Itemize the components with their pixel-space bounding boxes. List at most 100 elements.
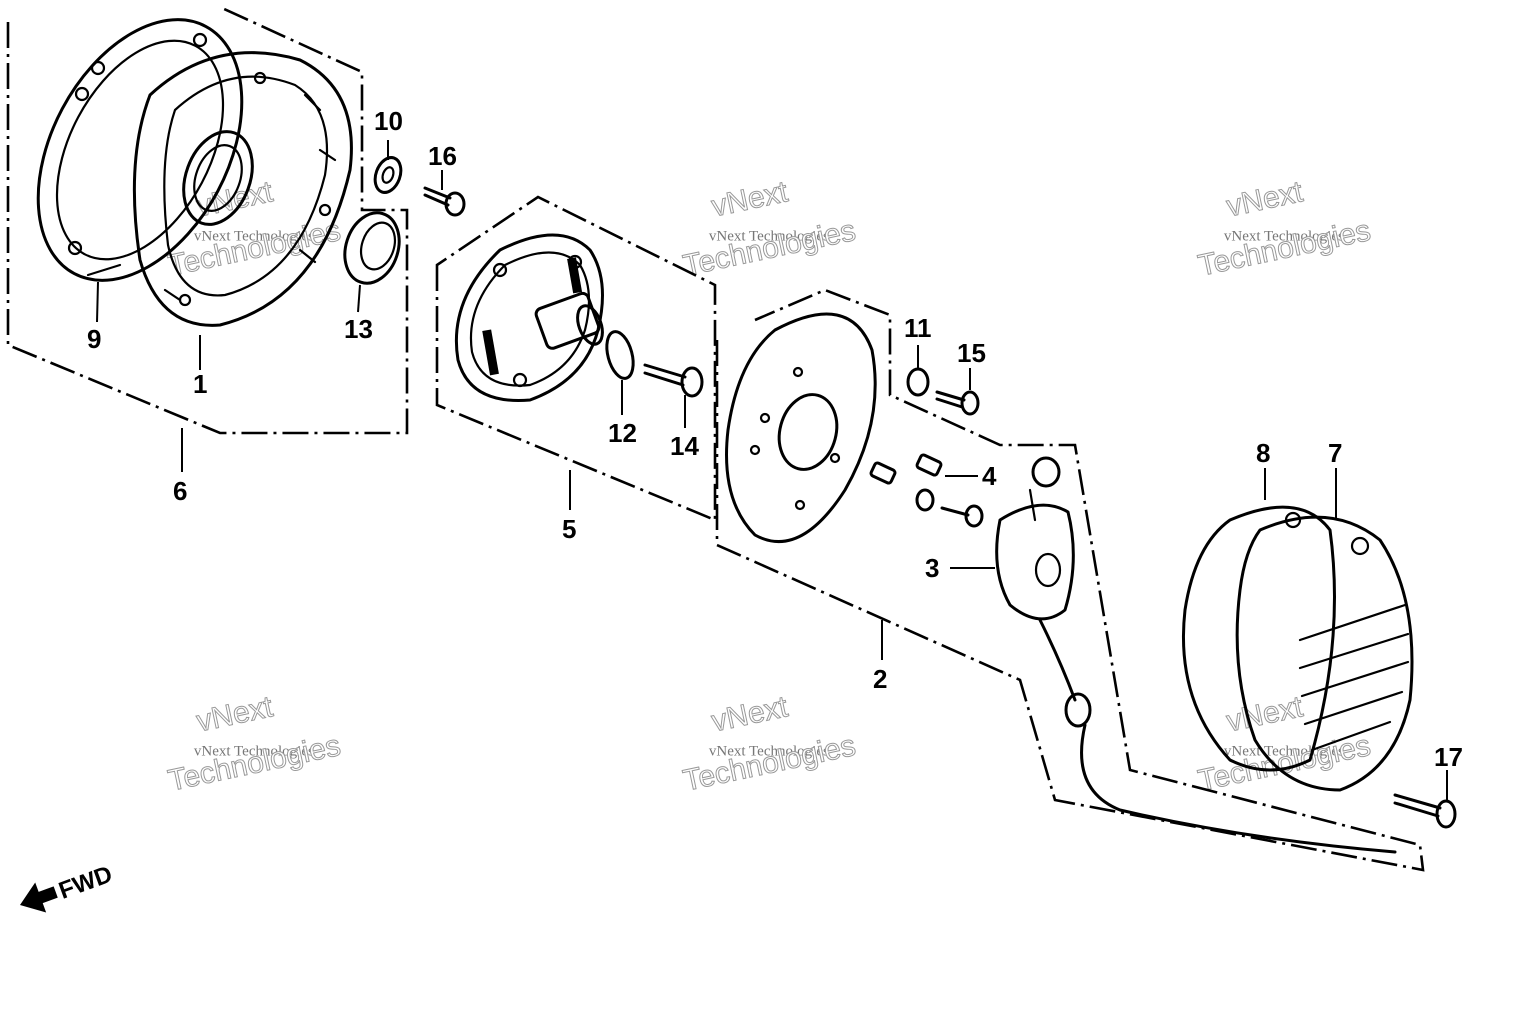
stator-plate-hole bbox=[777, 393, 839, 471]
watermark-top: vNext bbox=[709, 690, 792, 738]
watermark: vNext vNext Technologies Technologies bbox=[680, 175, 859, 284]
oil-seal-13 bbox=[343, 211, 401, 285]
part-label-13: 13 bbox=[344, 314, 373, 344]
watermark-bottom: Technologies bbox=[165, 214, 343, 283]
forward-label: FWD bbox=[55, 861, 116, 905]
part-label-12: 12 bbox=[608, 418, 637, 448]
leader-9 bbox=[96, 281, 99, 323]
finned-cover-assembly bbox=[1181, 505, 1414, 792]
watermark: vNext vNext Technologies Technologies bbox=[680, 690, 859, 799]
stator-plate bbox=[725, 312, 877, 544]
grommet bbox=[1064, 692, 1092, 728]
part-label-6: 6 bbox=[173, 476, 187, 506]
housing-hole bbox=[318, 203, 332, 217]
housing-bosses bbox=[163, 93, 337, 302]
stator-plate-screw bbox=[759, 412, 771, 424]
part-label-9: 9 bbox=[87, 324, 101, 354]
stator-plate-assembly bbox=[725, 312, 877, 544]
brush-plate bbox=[454, 233, 604, 402]
cover-hole bbox=[1350, 536, 1370, 556]
watermark-small: vNext Technologies bbox=[194, 228, 314, 244]
cover-gasket-8 bbox=[1181, 505, 1336, 772]
forward-arrow-icon bbox=[20, 882, 58, 913]
bolt-15 bbox=[935, 390, 980, 416]
housing-body bbox=[132, 51, 353, 327]
gasket-hole bbox=[67, 240, 83, 256]
part-label-17: 17 bbox=[1434, 742, 1463, 772]
oil-seal-13-inner bbox=[359, 221, 397, 271]
watermark-top: vNext bbox=[1224, 175, 1307, 223]
gasket-hole bbox=[74, 86, 90, 102]
washer-10-hole bbox=[381, 166, 395, 184]
cover-hole bbox=[1284, 511, 1302, 529]
pickup-arm bbox=[1028, 488, 1037, 522]
cover-fin bbox=[1300, 660, 1410, 698]
bolt-16 bbox=[423, 186, 466, 217]
watermark-top: vNext bbox=[709, 175, 792, 223]
lead-wire bbox=[1080, 723, 1397, 854]
part-label-16: 16 bbox=[428, 141, 457, 171]
bolt-14 bbox=[643, 363, 704, 398]
pickup-body bbox=[995, 503, 1075, 621]
watermark: vNext vNext Technologies Technologies bbox=[1195, 175, 1374, 284]
watermark: vNext vNext Technologies Technologies bbox=[165, 690, 344, 799]
cover-fin bbox=[1303, 690, 1404, 726]
part-label-3: 3 bbox=[925, 553, 939, 583]
part-label-5: 5 bbox=[562, 514, 576, 544]
forward-direction-indicator: FWD bbox=[20, 861, 116, 913]
watermark-bottom: Technologies bbox=[165, 729, 343, 798]
cover-fin bbox=[1298, 603, 1407, 642]
group-5-boundary bbox=[435, 195, 717, 522]
cover-7 bbox=[1235, 515, 1414, 792]
pickup-core bbox=[1034, 552, 1062, 588]
housing-hole bbox=[178, 293, 192, 307]
brush-holder-assembly bbox=[454, 233, 604, 402]
gasket-inner bbox=[55, 39, 225, 261]
housing-bore bbox=[182, 130, 254, 226]
part-label-10: 10 bbox=[374, 106, 403, 136]
watermark-top: vNext bbox=[194, 175, 277, 223]
washer-10 bbox=[373, 156, 403, 194]
gasket-slot bbox=[86, 263, 122, 277]
part-label-7: 7 bbox=[1328, 438, 1342, 468]
bolt-17 bbox=[1393, 793, 1457, 829]
gasket-outer bbox=[36, 18, 244, 282]
watermark-bottom: Technologies bbox=[680, 729, 858, 798]
watermark-small: vNext Technologies bbox=[1224, 228, 1344, 244]
watermark-top: vNext bbox=[194, 690, 277, 738]
part-label-4: 4 bbox=[982, 461, 997, 491]
washer-12 bbox=[605, 330, 635, 380]
stator-plate-screw bbox=[792, 366, 804, 378]
part-label-14: 14 bbox=[670, 431, 699, 461]
stator-plate-screw bbox=[794, 499, 806, 511]
group-2-boundary bbox=[715, 288, 1425, 872]
watermark-top: vNext bbox=[1224, 690, 1307, 738]
part-label-1: 1 bbox=[193, 369, 207, 399]
cover-fin bbox=[1310, 720, 1392, 752]
washer-11 bbox=[906, 367, 930, 397]
group-6-boundary bbox=[6, 6, 409, 435]
pickup-coil-3 bbox=[995, 456, 1397, 854]
brush-screw bbox=[512, 372, 528, 388]
part-label-15: 15 bbox=[957, 338, 986, 368]
stator-plate-screw bbox=[749, 444, 761, 456]
watermark-bottom: Technologies bbox=[680, 214, 858, 283]
brush-screw bbox=[492, 262, 508, 278]
watermark-small: vNext Technologies bbox=[709, 743, 829, 759]
watermark-small: vNext Technologies bbox=[709, 228, 829, 244]
brush-screw bbox=[567, 254, 583, 270]
stator-plate-screw bbox=[829, 452, 841, 464]
housing-bore-inner bbox=[193, 144, 243, 212]
part-label-8: 8 bbox=[1256, 438, 1270, 468]
brush-carrier-end bbox=[576, 304, 604, 346]
brush bbox=[482, 329, 499, 376]
gasket-hole bbox=[192, 32, 208, 48]
gasket-hole bbox=[90, 60, 106, 76]
watermark-bottom: Technologies bbox=[1195, 214, 1373, 283]
watermark-small: vNext Technologies bbox=[194, 743, 314, 759]
housing-hole bbox=[253, 71, 267, 85]
brush-carrier bbox=[534, 291, 601, 350]
watermark: vNext vNext Technologies Technologies bbox=[1195, 690, 1374, 799]
